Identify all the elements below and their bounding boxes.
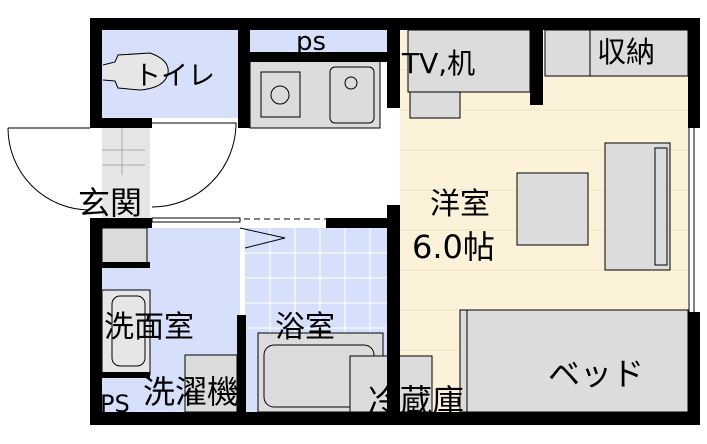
label-ps-bottom: PS <box>100 390 130 418</box>
tv-desk <box>407 29 531 93</box>
entrance-tiles <box>102 128 145 175</box>
label-washroom: 洗面室 <box>104 310 194 345</box>
label-ps-top: ps <box>296 27 326 57</box>
shoe-box <box>101 227 148 267</box>
label-entrance: 玄関 <box>78 184 142 222</box>
bath-folding-door[interactable] <box>239 227 286 249</box>
sliding-door[interactable] <box>151 217 241 223</box>
sofa-back <box>654 147 668 266</box>
label-bathroom: 浴室 <box>275 310 335 345</box>
hall-door[interactable] <box>151 122 237 208</box>
vanity <box>101 289 151 376</box>
chair <box>409 91 461 119</box>
sink <box>329 66 375 124</box>
label-storage: 収納 <box>597 35 655 69</box>
vanity-basin <box>111 295 146 367</box>
shoe-box-base <box>102 262 150 268</box>
kitchen-counter <box>249 59 381 129</box>
burner <box>270 85 290 105</box>
toilet-bowl <box>102 52 169 91</box>
bath-tiles <box>245 228 387 340</box>
label-bed: ベッド <box>548 355 644 393</box>
bed <box>459 309 689 413</box>
label-refrigerator: 冷蔵庫 <box>368 382 464 420</box>
label-toilet: トイレ <box>134 61 215 92</box>
washing-machine <box>184 354 238 413</box>
stove <box>260 71 301 118</box>
ps-floor <box>250 30 387 52</box>
label-tv-desk: TV,机 <box>401 47 475 80</box>
entrance-door[interactable] <box>7 127 91 211</box>
window[interactable] <box>688 128 695 312</box>
sofa <box>604 142 671 271</box>
table <box>516 172 589 246</box>
walls <box>90 18 700 425</box>
entrance-floor <box>102 128 150 218</box>
label-western-room: 洋室 <box>430 187 490 222</box>
storage-closet <box>544 29 689 77</box>
label-washing-machine: 洗濯機 <box>143 373 239 411</box>
label-room-size: 6.0帖 <box>412 228 495 266</box>
faucet <box>344 76 358 90</box>
